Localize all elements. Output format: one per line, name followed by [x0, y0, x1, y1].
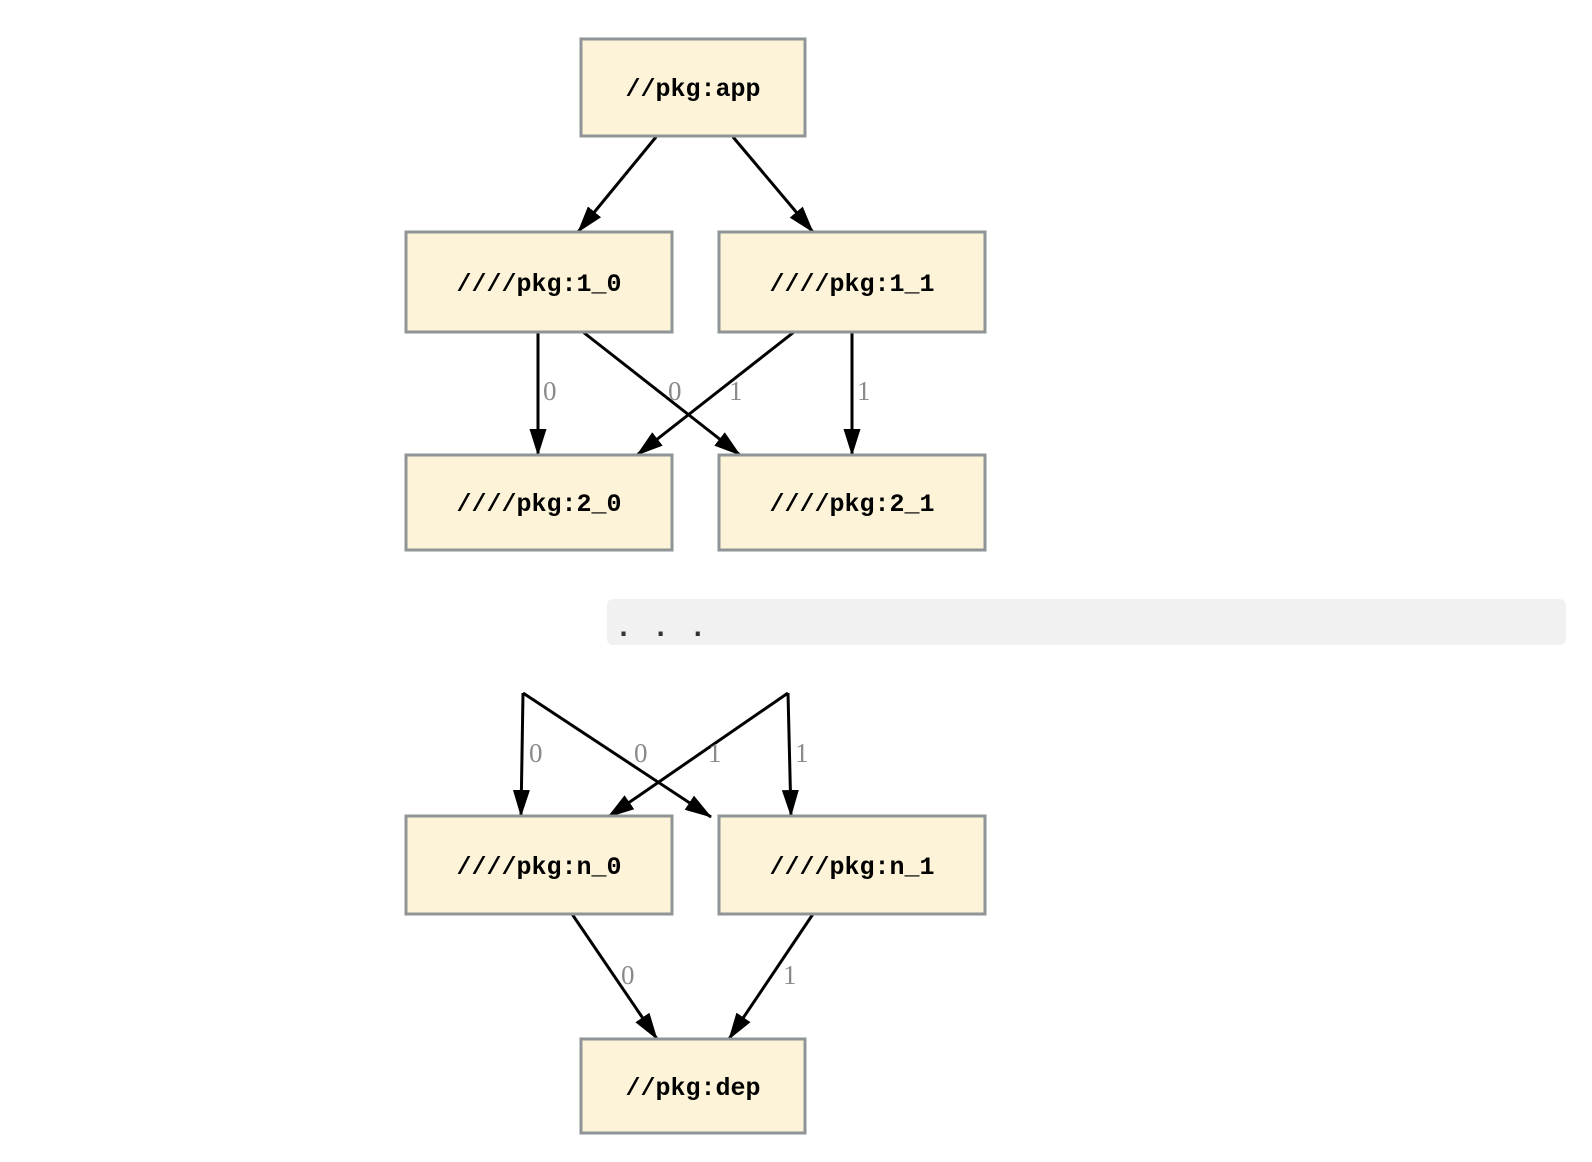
node-label: ////pkg:n_0: [456, 853, 621, 882]
node-app: //pkg:app: [579, 37, 807, 138]
edge-label: 1: [729, 376, 743, 406]
edge-pkg1_1-to-pkg2_0: [636, 330, 795, 457]
edge-prev-cross-to-pkgn_0: [607, 691, 789, 819]
node-dep: //pkg:dep: [579, 1037, 807, 1135]
edge-app-to-pkg1_1: [731, 136, 815, 233]
edge-label: 1: [857, 376, 871, 406]
edge-label: 1: [795, 738, 809, 768]
node-pkg1_0: ////pkg:1_0: [404, 230, 674, 334]
edge-prev-to-pkgn_1: [781, 692, 799, 817]
edge-pkgn_1-to-dep: [727, 913, 815, 1040]
edge-label: 1: [708, 738, 722, 768]
node-label: ////pkg:n_1: [769, 853, 934, 882]
edge-pkgn_0-to-dep: [570, 913, 659, 1040]
node-label: //pkg:app: [625, 75, 760, 104]
edge-prev-cross-to-pkgn_1: [522, 691, 712, 819]
edge-pkg1_0-to-pkg2_1: [582, 330, 741, 457]
node-label: ////pkg:2_1: [769, 490, 934, 519]
edge-label: 1: [783, 960, 797, 990]
node-pkgn_0: ////pkg:n_0: [404, 814, 674, 916]
edge-label: 0: [529, 738, 543, 768]
edge-label: 0: [668, 376, 682, 406]
ellipsis-band: . . .: [607, 599, 1566, 645]
node-label: ////pkg:1_1: [769, 270, 934, 299]
node-label: //pkg:dep: [625, 1074, 760, 1103]
node-label: ////pkg:2_0: [456, 490, 621, 519]
node-pkg1_1: ////pkg:1_1: [717, 230, 987, 334]
node-pkgn_1: ////pkg:n_1: [717, 814, 987, 916]
edge-prev-to-pkgn_0: [512, 692, 530, 817]
edge-label: 0: [634, 738, 648, 768]
ellipsis-dots: . . .: [616, 613, 709, 642]
node-pkg2_1: ////pkg:2_1: [717, 453, 987, 552]
edge-label: 0: [543, 376, 557, 406]
edge-label: 0: [621, 960, 635, 990]
edge-app-to-pkg1_0: [576, 136, 658, 233]
node-label: ////pkg:1_0: [456, 270, 621, 299]
node-pkg2_0: ////pkg:2_0: [404, 453, 674, 552]
